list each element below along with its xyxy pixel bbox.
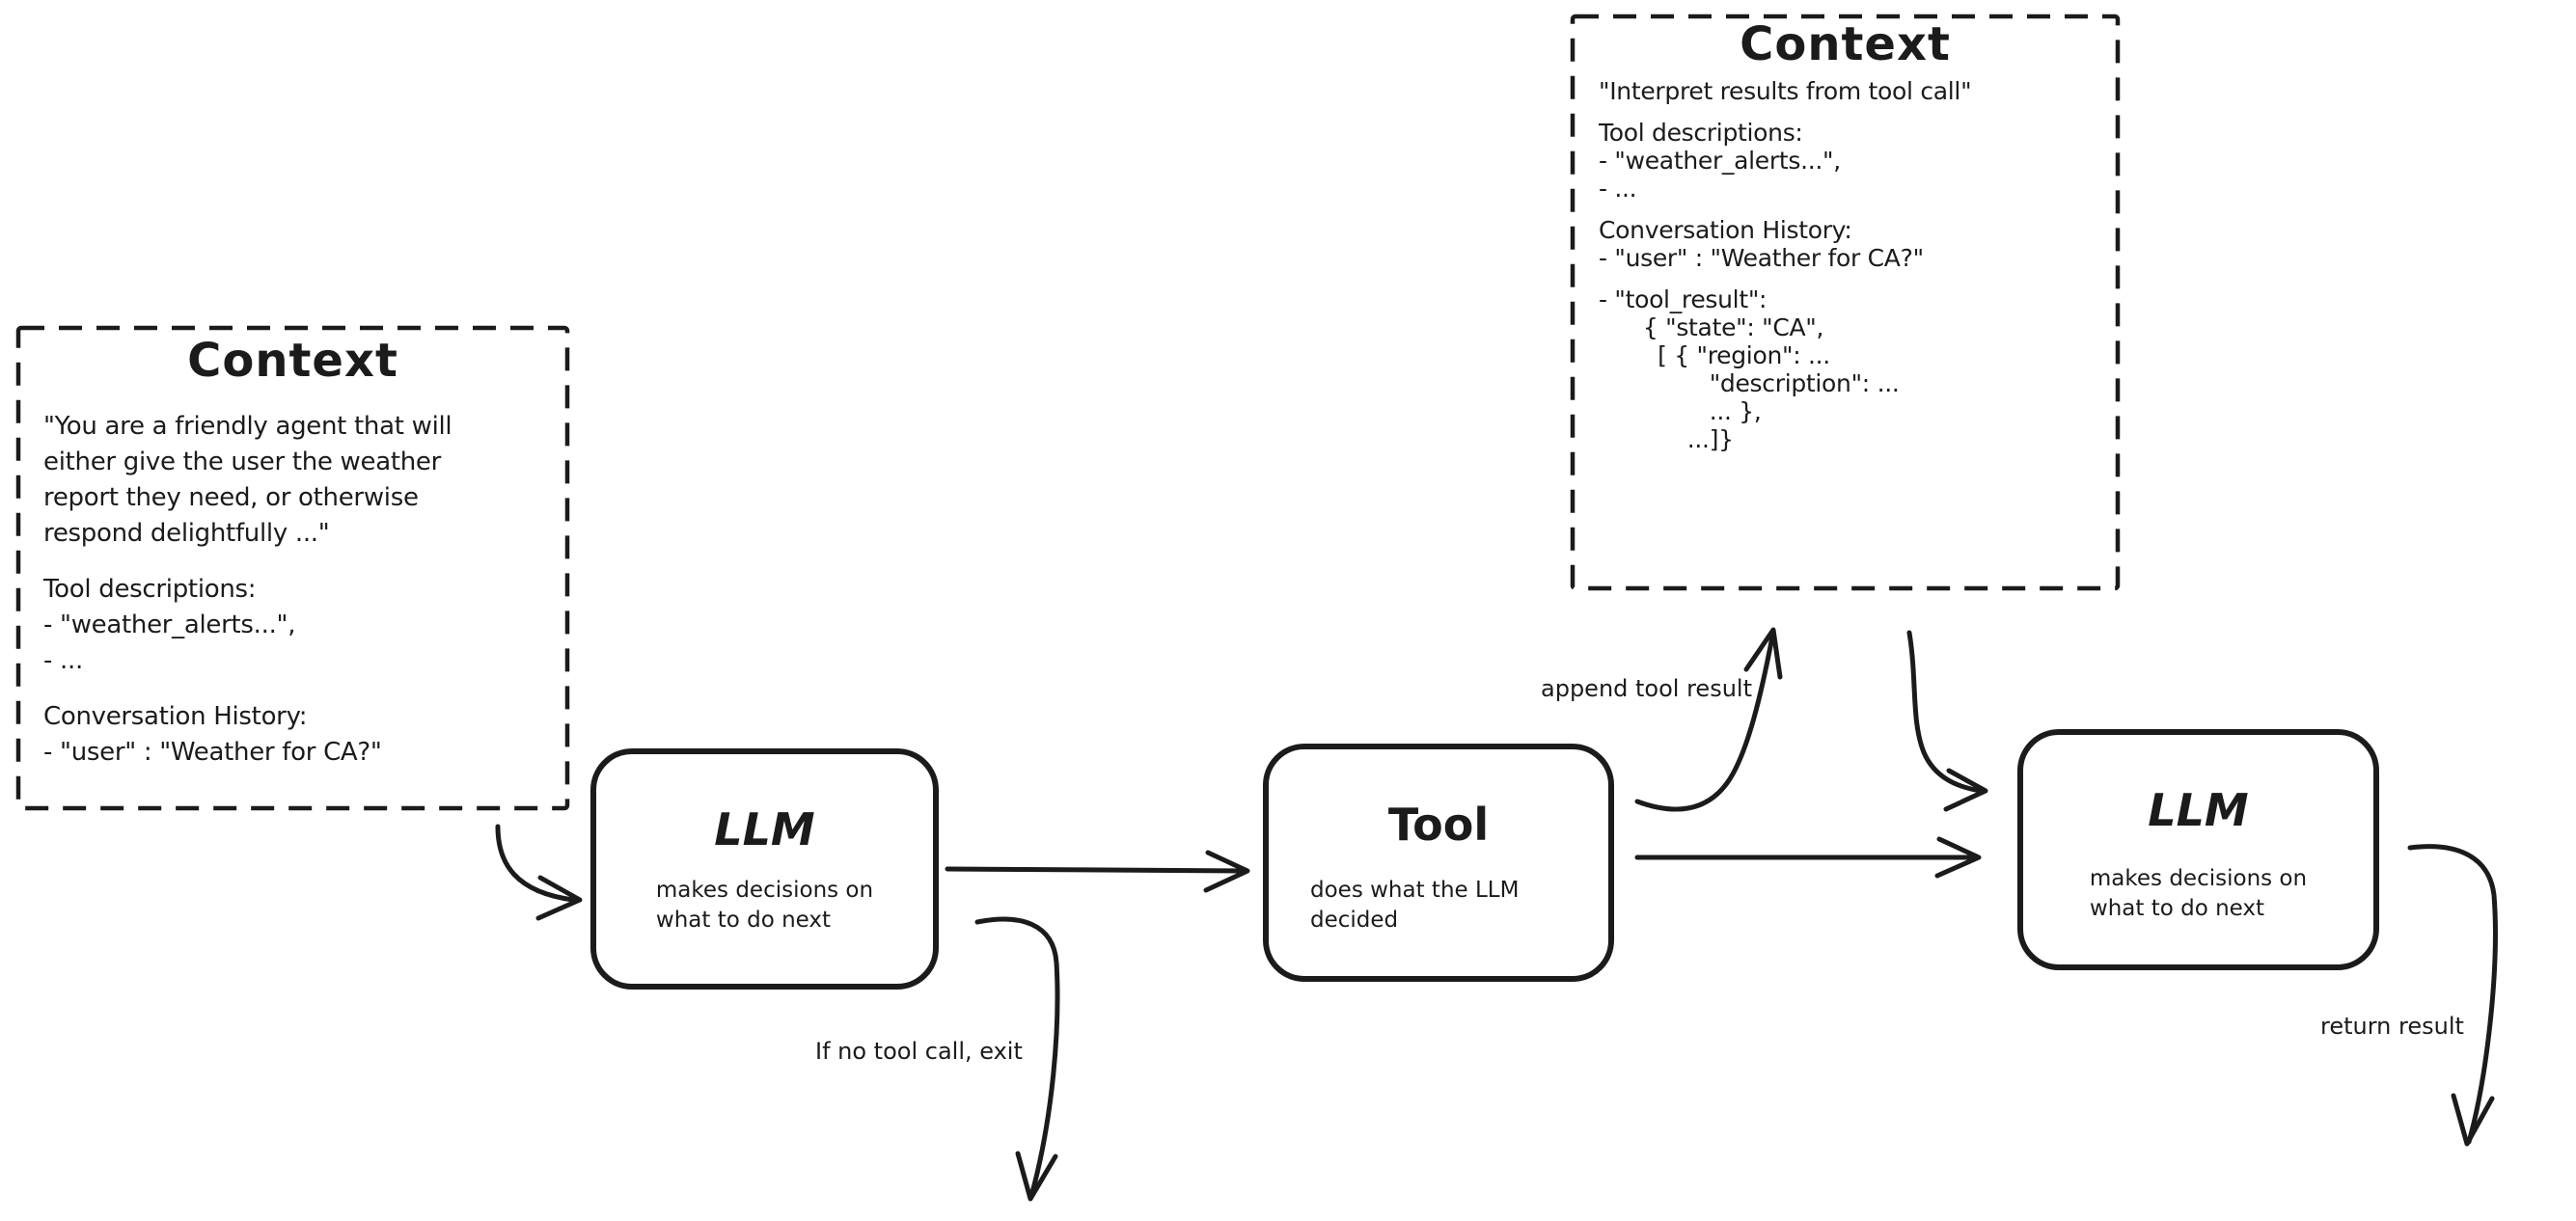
context1-title: Context <box>187 334 398 388</box>
llm-node-2-box <box>2017 729 2379 970</box>
context2-line: - ... <box>1599 175 1637 203</box>
context1-line: Tool descriptions: <box>43 575 257 604</box>
context2-line: Tool descriptions: <box>1599 119 1803 147</box>
context1-line: "You are a friendly agent that will <box>43 412 452 441</box>
context1-line: either give the user the weather <box>43 448 442 476</box>
tool-node-box <box>1263 744 1614 982</box>
context2-line <box>1599 105 2096 119</box>
context-box-2 <box>1570 14 2121 591</box>
arrow-context1-to-llm1 <box>495 824 583 921</box>
context2-body: "Interpret results from tool call" Tool … <box>1599 77 2096 453</box>
arrow-tool-to-llm2 <box>1634 836 1982 879</box>
context2-line: [ { "region": ... <box>1599 341 1830 369</box>
context2-line: Conversation History: <box>1599 216 1852 244</box>
context2-line: { "state": "CA", <box>1599 313 1824 341</box>
context1-line: - ... <box>43 646 83 675</box>
edge-label-return-result: return result <box>2320 1013 2464 1040</box>
arrow-context2-to-llm2 <box>1906 630 1988 812</box>
context-box-1 <box>15 325 570 811</box>
context1-line: - "weather_alerts...", <box>43 610 296 639</box>
llm1-subtitle-line: makes decisions on <box>655 878 874 903</box>
context2-line: - "user" : "Weather for CA?" <box>1599 244 1924 272</box>
arrow-llm1-to-tool <box>945 850 1250 893</box>
tool-subtitle-line: decided <box>1310 908 1399 933</box>
arrow-tool-to-context2 <box>1634 627 1783 812</box>
llm2-title: LLM <box>2148 784 2249 836</box>
llm2-subtitle-line: makes decisions on <box>2089 866 2308 891</box>
context2-line: "Interpret results from tool call" <box>1599 77 1972 105</box>
arrow-llm1-exit <box>974 916 1060 1202</box>
edge-label-append-tool-result: append tool result <box>1541 675 1752 702</box>
arrow-llm2-return <box>2407 844 2498 1147</box>
context2-title: Context <box>1740 17 1951 71</box>
context1-body: "You are a friendly agent that will eith… <box>43 409 545 771</box>
llm1-subtitle: makes decisions on what to do next <box>593 876 936 936</box>
llm2-subtitle: makes decisions on what to do next <box>2020 864 2376 924</box>
context1-line: - "user" : "Weather for CA?" <box>43 738 382 767</box>
context2-line: - "weather_alerts...", <box>1599 147 1841 175</box>
llm1-title: LLM <box>714 803 815 855</box>
llm-node-1-box <box>590 748 939 990</box>
context1-line: Conversation History: <box>43 702 308 731</box>
context1-line <box>43 552 545 572</box>
llm1-subtitle-line: what to do next <box>655 908 832 933</box>
context2-line <box>1599 272 2096 285</box>
context1-line <box>43 679 545 699</box>
context2-line <box>1599 203 2096 216</box>
tool-title: Tool <box>1387 799 1490 851</box>
tool-subtitle: does what the LLM decided <box>1310 876 1600 936</box>
llm2-subtitle-line: what to do next <box>2089 896 2265 921</box>
context2-line: ...]} <box>1599 425 1734 453</box>
edge-label-if-no-tool-call-exit: If no tool call, exit <box>815 1038 1023 1065</box>
context2-line: - "tool_result": <box>1599 285 1768 313</box>
context2-line: "description": ... <box>1599 369 1900 397</box>
context1-line: respond delightfully ..." <box>43 519 330 548</box>
tool-subtitle-line: does what the LLM <box>1310 878 1520 903</box>
context2-line: ... }, <box>1599 397 1762 425</box>
context1-line: report they need, or otherwise <box>43 483 419 512</box>
